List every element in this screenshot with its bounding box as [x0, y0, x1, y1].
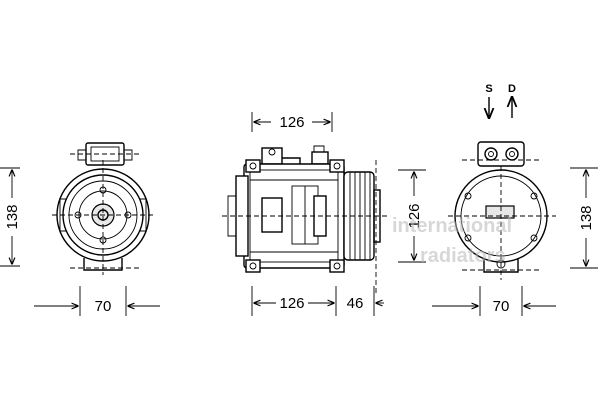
watermark: international radiators [392, 215, 512, 267]
front-width-dimension: 70 [34, 286, 160, 316]
discharge-port-marker: D [508, 83, 516, 118]
rear-width-dimension: 70 [432, 286, 556, 316]
watermark-line2: radiators [420, 245, 506, 267]
side-view: 126 [222, 112, 426, 316]
side-top-fittings [261, 145, 329, 165]
side-height-dimension: 126 [398, 169, 426, 263]
front-top-fitting [70, 142, 142, 166]
side-pulley-label: 46 [347, 295, 364, 312]
side-top-dimension: 126 [251, 112, 333, 132]
rear-height-label: 138 [578, 205, 595, 230]
front-clutch-face [52, 160, 156, 275]
side-height-label: 126 [406, 203, 423, 228]
rear-port-manifold [462, 141, 540, 167]
suction-port-marker: S [485, 83, 492, 118]
suction-label: S [485, 83, 492, 95]
watermark-line1: international [392, 215, 512, 237]
discharge-label: D [508, 83, 516, 95]
front-height-dimension: 138 [0, 167, 21, 267]
side-top-label: 126 [279, 114, 304, 131]
side-body-label: 126 [279, 295, 304, 312]
rear-housing [448, 166, 556, 280]
side-length-dimension: 126 46 [251, 286, 384, 316]
front-view: 138 70 [0, 142, 160, 316]
front-height-label: 138 [4, 204, 21, 229]
rear-height-dimension: 138 [570, 167, 598, 269]
rear-width-label: 70 [493, 298, 510, 315]
rear-view: S D [432, 83, 598, 316]
front-width-label: 70 [95, 298, 112, 315]
